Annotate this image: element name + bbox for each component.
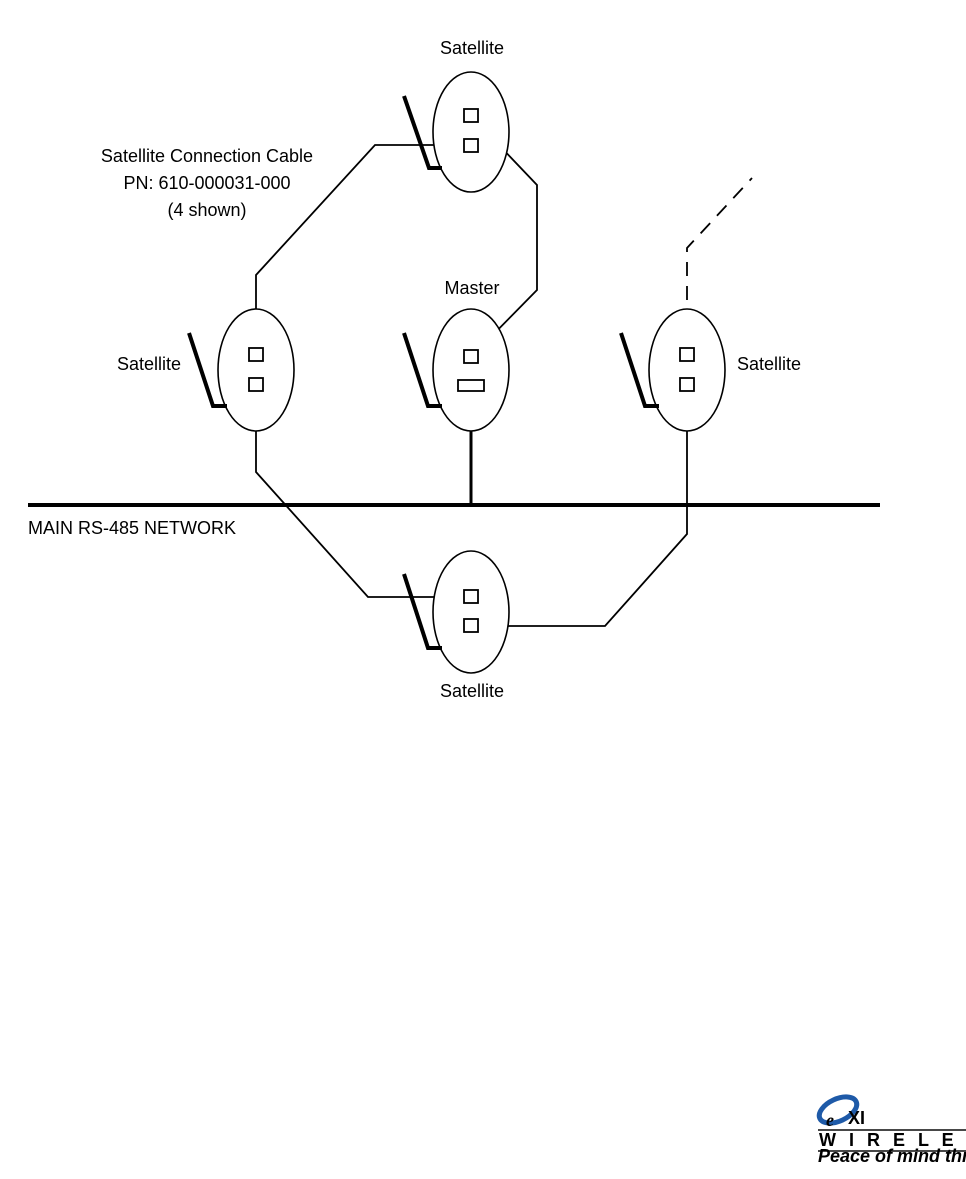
satellite-left-port-a xyxy=(249,348,263,361)
master-node xyxy=(404,309,509,431)
label-cable-line2: PN: 610-000031-000 xyxy=(123,173,290,193)
satellite-bottom-body xyxy=(433,551,509,673)
logo-tagline: Peace of mind through wireless innovatio… xyxy=(818,1146,966,1166)
logo-e-letter: e xyxy=(826,1110,834,1130)
satellite-right-node xyxy=(621,309,725,431)
satellite-top-port-b xyxy=(464,139,478,152)
satellite-bottom-port-a xyxy=(464,590,478,603)
master-port-network xyxy=(458,380,484,391)
logo-brand-letters: XI xyxy=(848,1108,865,1128)
satellite-left-body xyxy=(218,309,294,431)
satellite-left-port-b xyxy=(249,378,263,391)
satellite-right-body xyxy=(649,309,725,431)
satellite-top-node xyxy=(404,72,509,192)
label-satellite-top: Satellite xyxy=(440,38,504,58)
satellite-top-body xyxy=(433,72,509,192)
satellite-bottom-node xyxy=(404,551,509,673)
label-satellite-right: Satellite xyxy=(737,354,801,374)
label-satellite-left: Satellite xyxy=(117,354,181,374)
label-cable-line3: (4 shown) xyxy=(167,200,246,220)
exi-wireless-logo: e XI W I R E L E S S Peace of mind throu… xyxy=(815,1092,966,1166)
cable-left-to-bottom xyxy=(256,391,464,597)
cable-bottom-to-right xyxy=(480,391,687,626)
satellite-right-port-b xyxy=(680,378,694,391)
master-body xyxy=(433,309,509,431)
label-network: MAIN RS-485 NETWORK xyxy=(28,518,236,538)
satellite-left-node xyxy=(189,309,294,431)
satellite-right-port-a xyxy=(680,348,694,361)
master-port-satellite xyxy=(464,350,478,363)
label-satellite-bottom: Satellite xyxy=(440,681,504,701)
satellite-top-port-a xyxy=(464,109,478,122)
label-master: Master xyxy=(444,278,499,298)
satellite-bottom-port-b xyxy=(464,619,478,632)
label-cable-line1: Satellite Connection Cable xyxy=(101,146,313,166)
